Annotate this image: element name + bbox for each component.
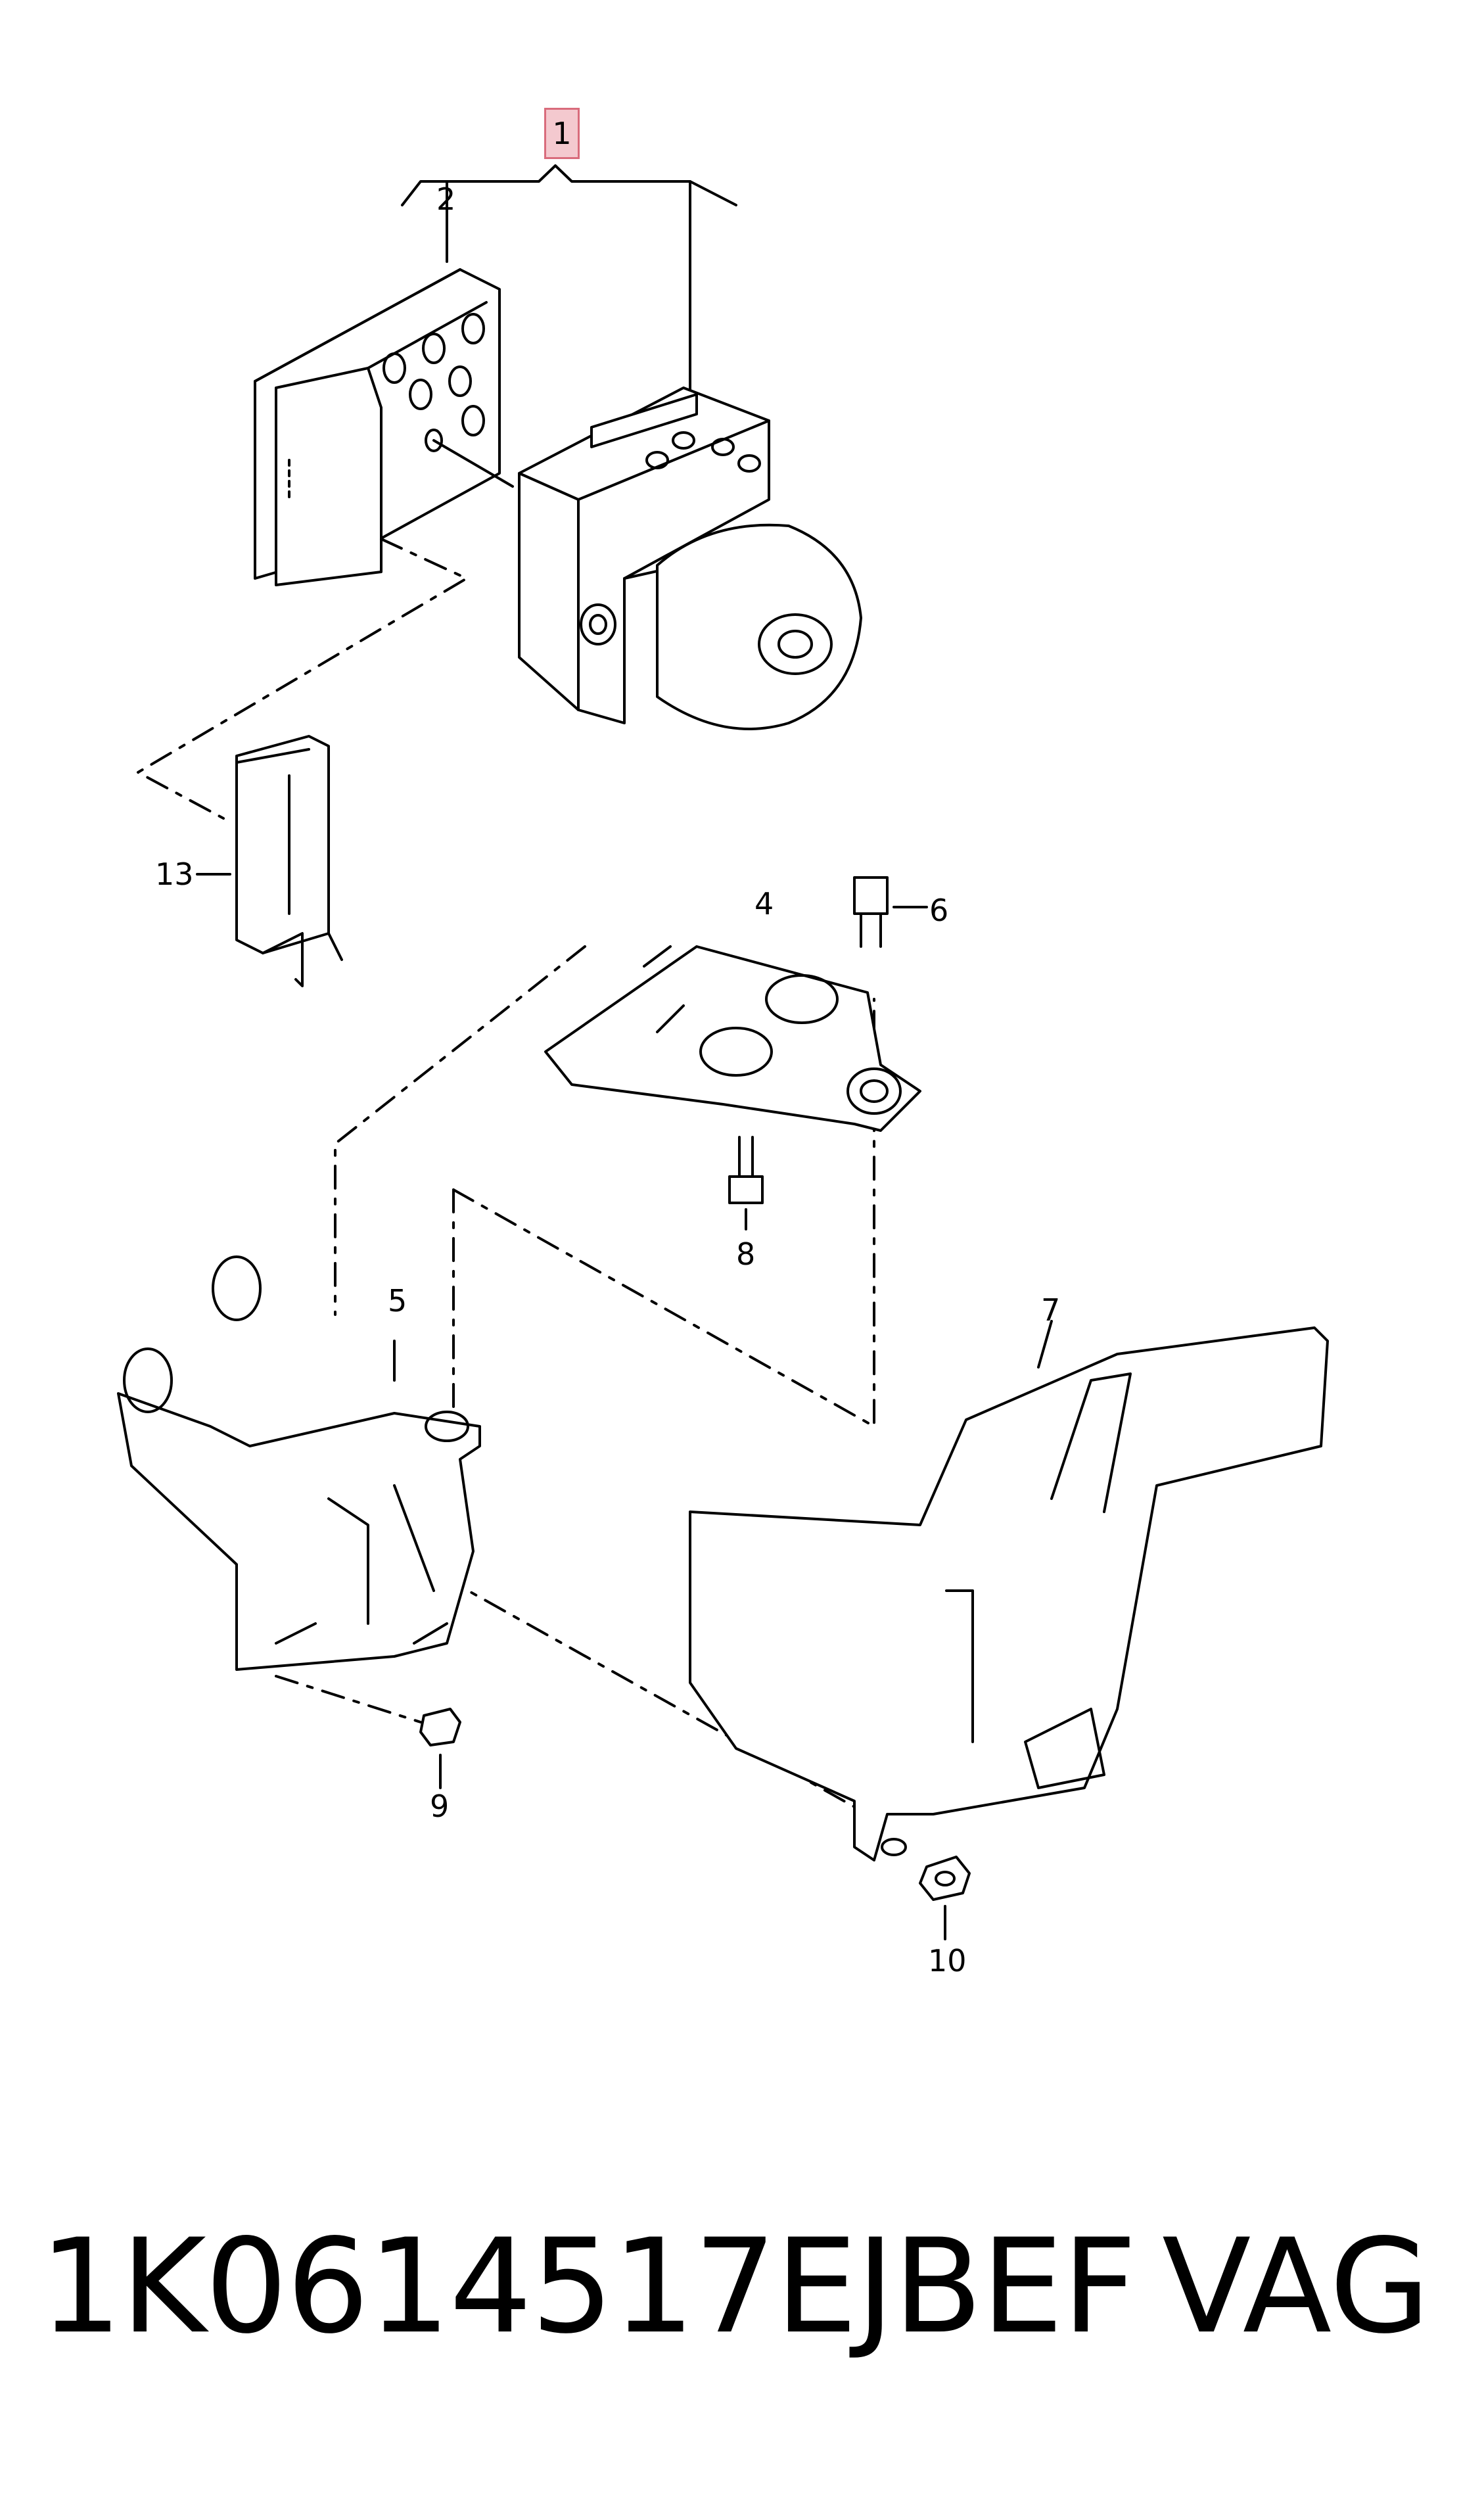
bolt-part-8 (728, 1136, 764, 1230)
mount-bracket-part-4 (544, 945, 921, 1132)
housing-part-7 (689, 1320, 1329, 1861)
callout-10[interactable]: 10 (928, 1943, 967, 1978)
bolt-part-6 (853, 876, 928, 948)
connector-part-13 (196, 735, 343, 987)
callout-7[interactable]: 7 (1041, 1292, 1061, 1328)
callout-5[interactable]: 5 (388, 1283, 407, 1319)
nut-part-10 (919, 1856, 971, 1940)
callout-8[interactable]: 8 (736, 1236, 756, 1272)
brand-name: VAG (1162, 2211, 1431, 2362)
callout-1[interactable]: 1 (544, 108, 580, 159)
assembly-bracket-1 (401, 164, 737, 396)
part-number: 1K0614517EJBEF (39, 2211, 1137, 2362)
bracket-part-5 (117, 1255, 481, 1671)
callout-4[interactable]: 4 (754, 886, 774, 922)
control-unit-part-2 (254, 268, 514, 586)
callout-2[interactable]: 2 (436, 181, 456, 217)
callout-6[interactable]: 6 (929, 893, 949, 928)
hydraulic-unit (518, 386, 862, 730)
callout-9[interactable]: 9 (430, 1789, 450, 1824)
nut-part-9 (419, 1708, 461, 1789)
callout-13[interactable]: 13 (155, 856, 194, 892)
